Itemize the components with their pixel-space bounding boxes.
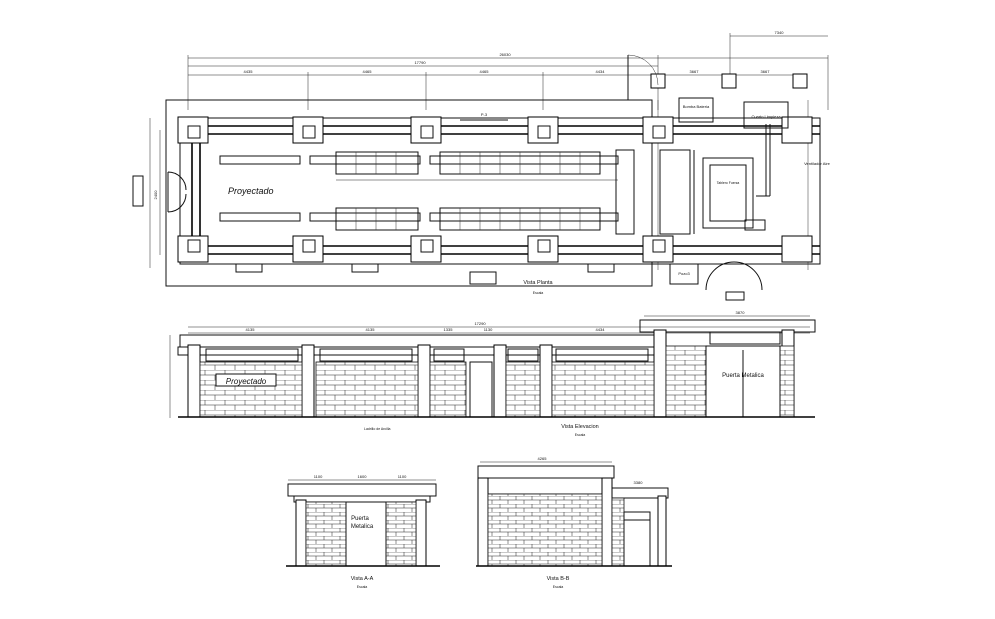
- sec-a-dim-1: 1100: [314, 474, 323, 479]
- dim-right-a: 3667: [690, 69, 700, 74]
- elev-dim-4: 1130: [484, 327, 493, 332]
- room-label-bomba: Bomba Bateria: [683, 104, 710, 109]
- elev-dim-1: 4135: [246, 327, 256, 332]
- room-label-limpieza: Cuarto Limpieza: [751, 114, 781, 119]
- dim-overall: 26030: [499, 52, 511, 57]
- plan-section-markers: P-3: [235, 112, 615, 285]
- plan-room-label: Proyectado: [228, 186, 274, 196]
- elev-dim-2: 4135: [366, 327, 376, 332]
- dim-left: 2400: [153, 190, 158, 200]
- elev-dim-3: 1335: [444, 327, 454, 332]
- plan-dimensions-left: 2400: [132, 118, 161, 268]
- elev-dim-5: 4434: [596, 327, 606, 332]
- plan-view-scale: Escala: [533, 291, 544, 295]
- elev-room-label: Proyectado: [226, 377, 267, 386]
- plan-outline: [165, 99, 653, 287]
- sec-a-dim-2: 1600: [358, 474, 368, 479]
- room-label-ventilador: Ventilador Aire: [804, 161, 831, 166]
- plan-equipment-room: Bomba Bateria Cuarto Limpieza Tablero Fu…: [627, 54, 831, 234]
- plan-doors: Pozo3: [167, 171, 763, 301]
- sec-a-dim-3: 1100: [398, 474, 407, 479]
- sec-a-scale: Escala: [357, 585, 368, 589]
- sec-a-door-label-1: Puerta: [351, 516, 369, 522]
- elev-note: Ladrillo de Arcilla: [364, 427, 391, 431]
- door-tag: P-3: [481, 112, 488, 117]
- dim-top-2: 4465: [363, 69, 373, 74]
- sec-b-scale: Escala: [553, 585, 564, 589]
- elev-view-title: Vista Elevacion: [561, 424, 599, 430]
- sec-b-dim-1: 4265: [538, 456, 548, 461]
- dim-right-top: 7340: [775, 30, 785, 35]
- room-label-pozo: Pozo3: [678, 271, 690, 276]
- plan-racks: [219, 149, 691, 235]
- elev-view-scale: Escala: [575, 433, 586, 437]
- room-label-tablero: Tablero Fuerza: [717, 181, 740, 185]
- dim-top-1: 4435: [244, 69, 254, 74]
- elev-dim-total: 17290: [474, 321, 486, 326]
- elevation-view: 17290 4135 4135 1335 1130 4434 3870: [169, 310, 816, 437]
- dim-top-4: 4434: [596, 69, 606, 74]
- sec-a-title: Vista A-A: [351, 576, 374, 582]
- plan-view: 26030 17790 4435 4465 4465 4434 7340 366…: [132, 30, 831, 301]
- sec-a-door-label-2: Metalica: [351, 524, 374, 530]
- section-a-view: 1100 1600 1100 Puerta Metalica Vista A-A…: [286, 474, 440, 589]
- plan-dimensions-top: 26030 17790 4435 4465 4465 4434 7340 366…: [187, 30, 829, 110]
- elev-dim-6: 3870: [736, 310, 746, 315]
- sec-b-dim-2: 3380: [634, 480, 644, 485]
- plan-columns: [177, 73, 813, 263]
- elev-door-label: Puerta Metalica: [722, 373, 764, 379]
- dim-total: 17790: [414, 60, 426, 65]
- dim-right-b: 3667: [761, 69, 771, 74]
- dim-top-3: 4465: [480, 69, 490, 74]
- section-b-view: 4265 3380 Vista B-B Escala: [476, 456, 672, 589]
- sec-b-title: Vista B-B: [547, 576, 570, 582]
- section-tag-left: [132, 175, 144, 207]
- plan-view-title: Vista Planta: [523, 280, 553, 286]
